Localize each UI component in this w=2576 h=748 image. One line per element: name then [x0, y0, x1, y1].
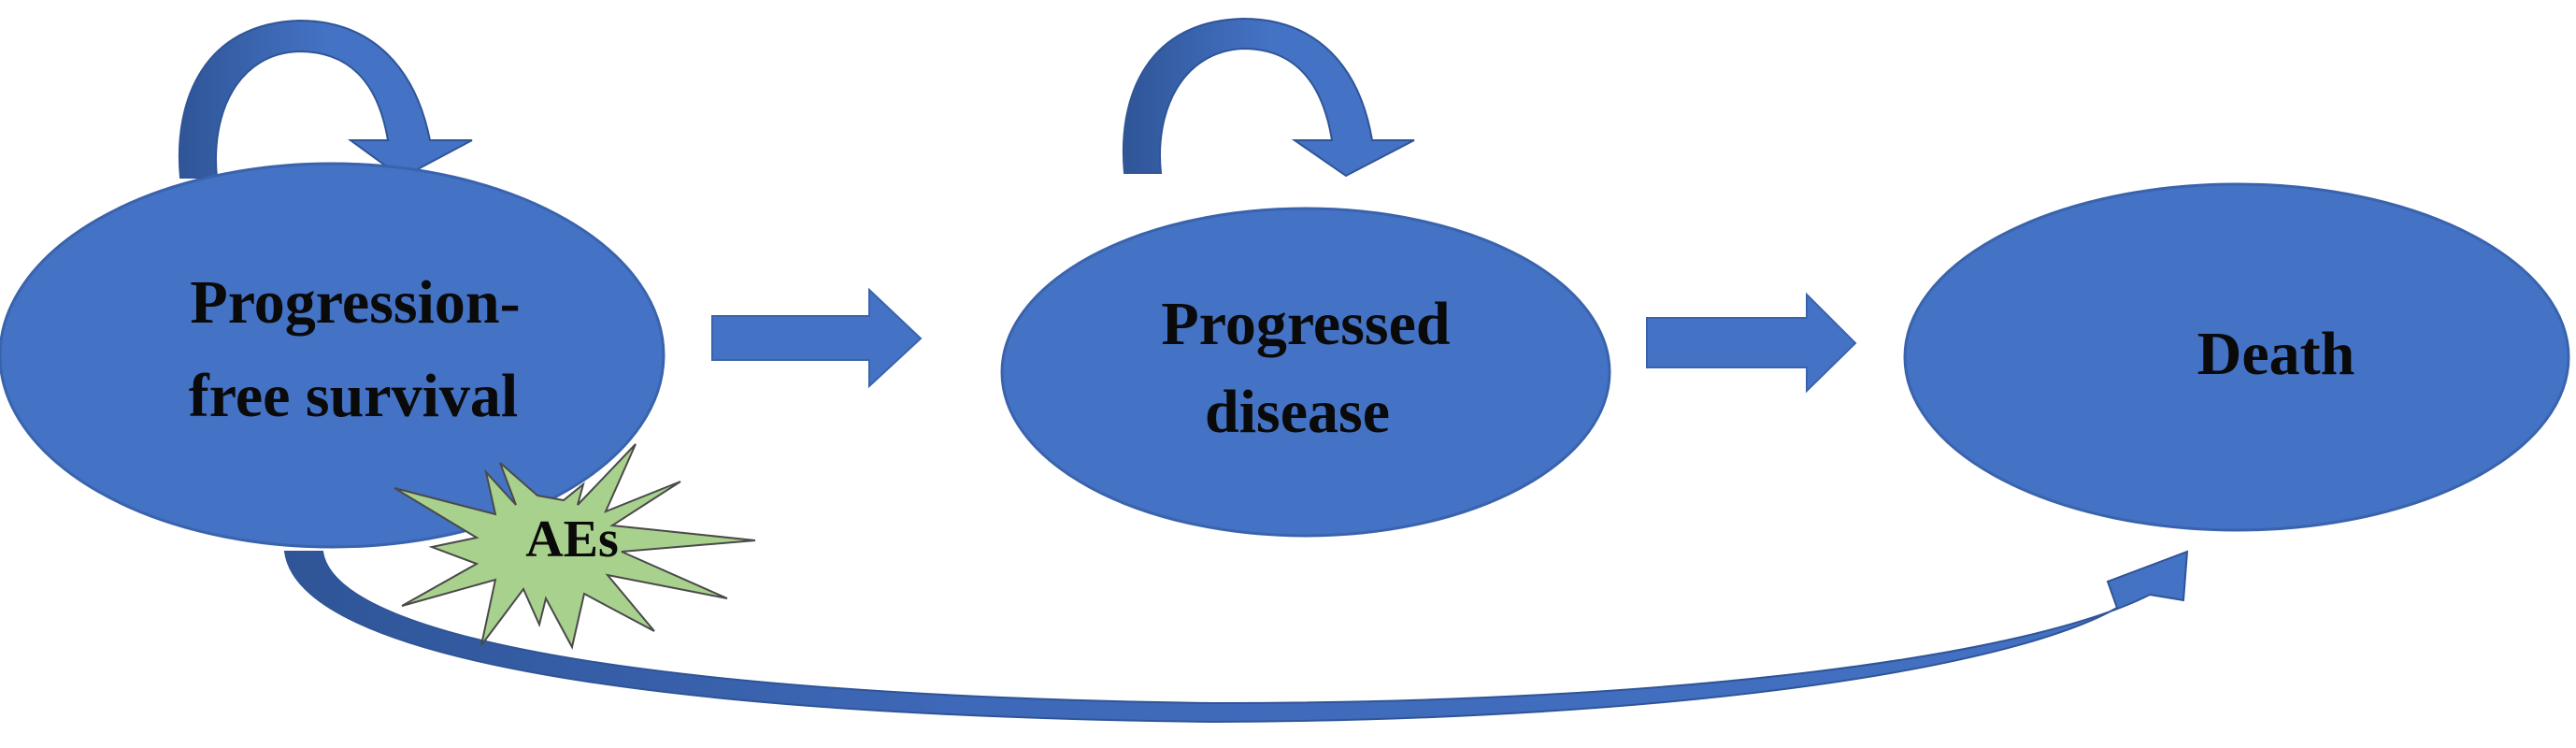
- state-progressed-disease: Progressed disease: [1000, 207, 1611, 538]
- pd-self-loop-arrow: [1122, 17, 1415, 178]
- state-label-death: Death: [2197, 320, 2355, 388]
- state-death: Death: [1903, 182, 2570, 532]
- state-progression-free-survival: Progression- free survival: [0, 162, 665, 549]
- transition-arrow-pd-to-death: [1646, 292, 1857, 394]
- transition-arrow-pfs-to-death: [283, 550, 2189, 724]
- state-label-pfs-line1: Progression-: [190, 268, 520, 337]
- adverse-events-label: AEs: [525, 511, 619, 568]
- adverse-events-burst: AEs: [394, 443, 756, 650]
- state-label-pd-line2: disease: [1205, 378, 1390, 446]
- transition-arrow-pfs-to-pd: [711, 287, 923, 389]
- state-label-pd-line1: Progressed: [1161, 290, 1450, 358]
- state-label-pfs-line2: free survival: [189, 362, 519, 430]
- pfs-self-loop-arrow: [178, 19, 473, 180]
